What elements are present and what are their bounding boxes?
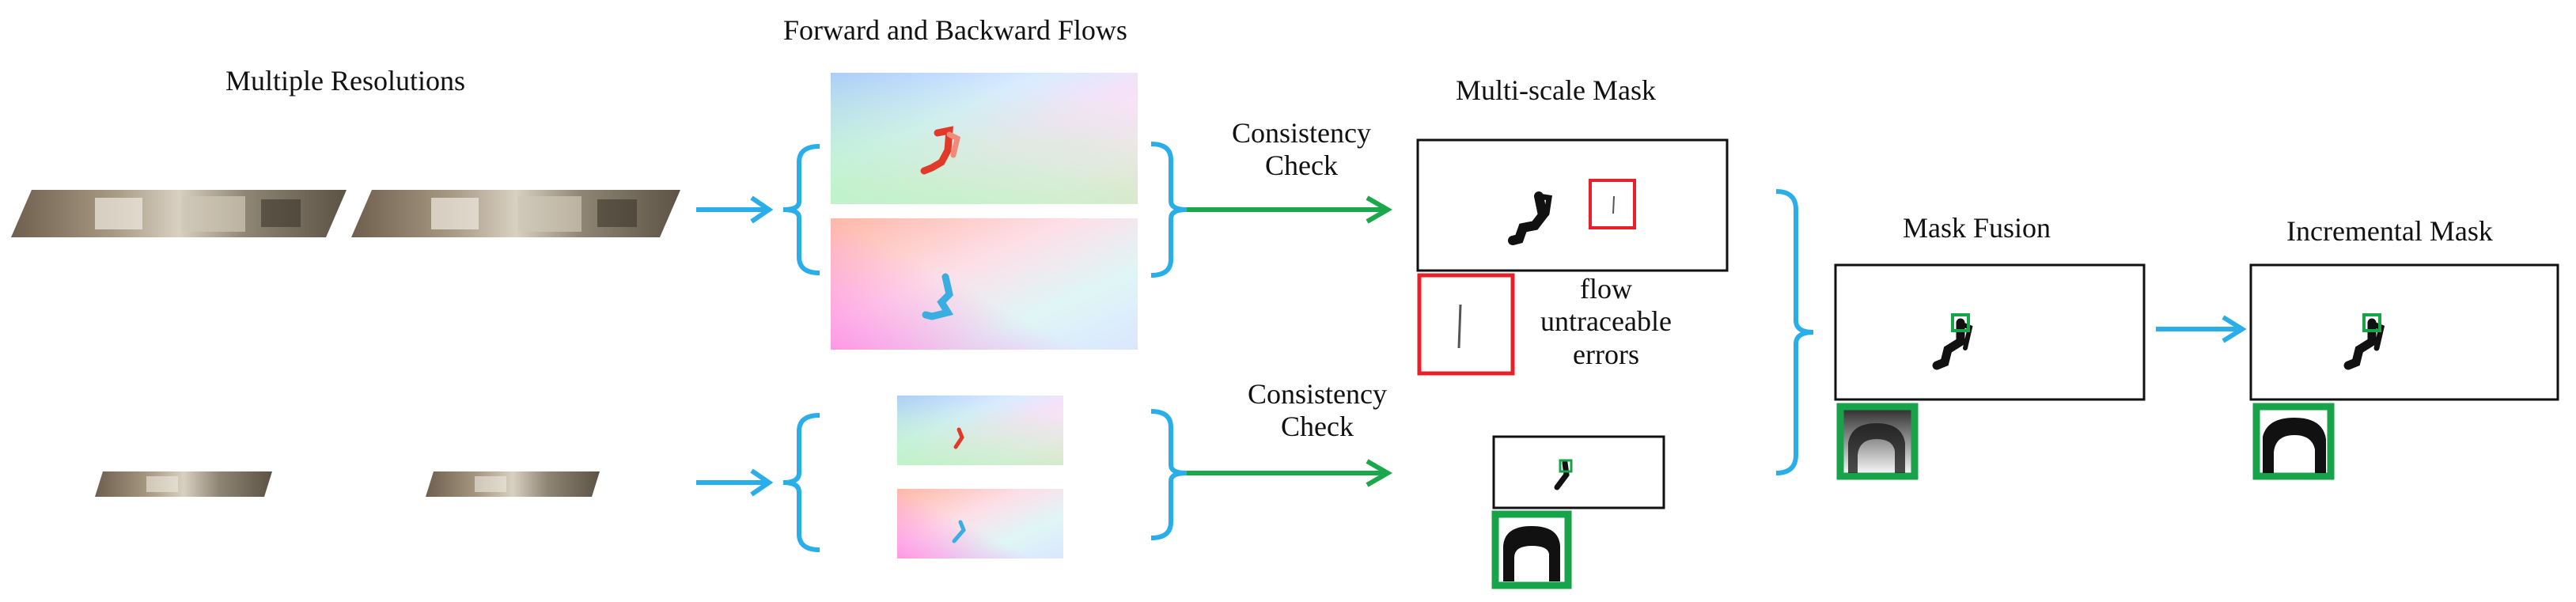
frame-small-2 bbox=[426, 471, 600, 497]
frame-small-1 bbox=[95, 471, 272, 497]
flow-errors-label: flow untraceable errors bbox=[1507, 273, 1705, 371]
consistency-check-label-top: Consistency Check bbox=[1195, 117, 1408, 183]
consistency-line-2: Consistency bbox=[1248, 378, 1387, 410]
forward-flow-small bbox=[897, 396, 1063, 465]
untraceable-line: untraceable bbox=[1540, 305, 1672, 338]
multiscale-mask-large bbox=[1416, 138, 1729, 272]
arrow-input-top bbox=[696, 195, 774, 224]
incremental-mask-zoom bbox=[2252, 403, 2335, 480]
arrow-input-bottom bbox=[696, 468, 774, 497]
flow-line: flow bbox=[1580, 273, 1632, 305]
forward-backward-title: Forward and Backward Flows bbox=[783, 14, 1127, 46]
consistency-check-label-bottom: Consistency Check bbox=[1210, 378, 1424, 444]
arrow-consistency-bottom bbox=[1187, 459, 1393, 487]
brace-right-top bbox=[1150, 142, 1188, 278]
brace-fusion bbox=[1775, 189, 1814, 475]
brace-left-bottom bbox=[782, 413, 820, 552]
brace-right-bottom bbox=[1150, 409, 1188, 540]
mask-small-zoom bbox=[1491, 510, 1572, 589]
frame-large-1 bbox=[11, 190, 347, 237]
mask-fusion-box bbox=[1834, 263, 2146, 401]
mask-fusion-title: Mask Fusion bbox=[1903, 212, 2051, 244]
incremental-mask-box bbox=[2249, 263, 2559, 401]
forward-flow-large bbox=[831, 73, 1138, 204]
arrow-to-incremental bbox=[2156, 315, 2247, 343]
error-zoom-box bbox=[1417, 273, 1515, 376]
backward-flow-large bbox=[831, 218, 1138, 350]
backward-flow-small bbox=[897, 489, 1063, 558]
incremental-mask-title: Incremental Mask bbox=[2286, 215, 2493, 247]
check-line-1: Check bbox=[1265, 150, 1338, 182]
mask-fusion-zoom bbox=[1836, 403, 1919, 480]
multiple-resolutions-title: Multiple Resolutions bbox=[225, 65, 466, 97]
check-line-2: Check bbox=[1281, 411, 1354, 443]
errors-line: errors bbox=[1573, 338, 1639, 370]
frame-large-2 bbox=[351, 190, 680, 237]
consistency-line-1: Consistency bbox=[1232, 117, 1371, 149]
multiscale-mask-small bbox=[1492, 435, 1665, 509]
multiscale-mask-title: Multi-scale Mask bbox=[1456, 74, 1656, 106]
arrow-consistency-top bbox=[1187, 195, 1393, 224]
brace-left-top bbox=[782, 144, 820, 275]
